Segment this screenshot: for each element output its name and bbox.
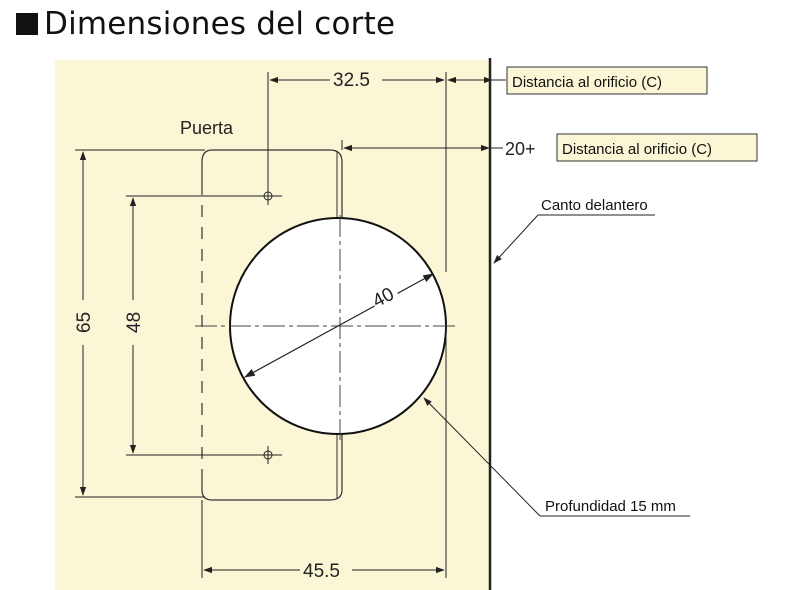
hole-distance-offset-label: Distancia al orificio (C): [562, 141, 712, 158]
hole-distance-top-label: Distancia al orificio (C): [512, 74, 662, 91]
hole-distance-offset-box: [556, 133, 758, 162]
diameter-arrow: [244, 325, 339, 378]
hinge-plate-outline: [201, 149, 343, 501]
square-bullet-icon: [16, 13, 38, 35]
dim-20-prefix: 20+: [505, 139, 536, 159]
hole-distance-top-box: [506, 66, 708, 95]
front-edge-leader: [493, 214, 539, 264]
door-label: Puerta: [180, 118, 234, 138]
dim-65-label: 65: [74, 312, 95, 333]
page-title: Dimensiones del corte: [16, 6, 395, 42]
depth-label: Profundidad 15 mm: [545, 498, 676, 515]
dim-48-label: 48: [124, 312, 145, 333]
dim-32-5-label: 32.5: [333, 70, 370, 91]
title-text: Dimensiones del corte: [44, 6, 396, 42]
front-edge-label: Canto delantero: [541, 197, 648, 214]
dim-45-5-label: 45.5: [303, 561, 340, 582]
depth-leader: [423, 397, 541, 517]
diameter-label-bg: [367, 281, 401, 311]
